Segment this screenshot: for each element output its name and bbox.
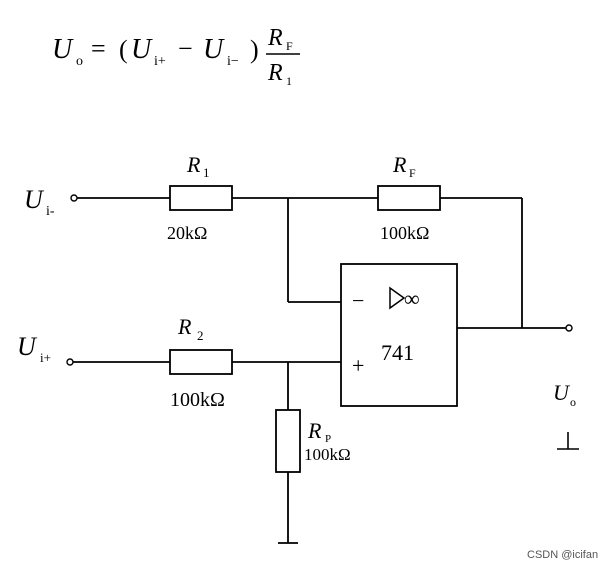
formula-numerator: R xyxy=(267,25,283,51)
opamp-model: 741 xyxy=(381,340,414,365)
formula-lhs: U xyxy=(52,34,74,65)
watermark: CSDN @icifan xyxy=(527,549,598,561)
resistor-r2 xyxy=(169,349,233,375)
label-uo-sub: o xyxy=(570,395,576,409)
value-rp: 100kΩ xyxy=(304,445,351,464)
formula-term1: U xyxy=(131,34,153,65)
terminal-ui-plus xyxy=(66,358,74,366)
opamp-inverting-sign: − xyxy=(352,288,364,313)
label-ui-plus: U xyxy=(17,332,38,361)
formula-open-paren: ( xyxy=(119,35,128,64)
resistor-r1 xyxy=(169,185,233,211)
terminals xyxy=(66,194,573,366)
opamp-infinity: ∞ xyxy=(404,286,420,311)
formula-denominator-sub: 1 xyxy=(286,74,292,88)
label-ui-minus-sub: i- xyxy=(46,204,55,219)
label-r2: R xyxy=(177,314,192,339)
value-r2: 100kΩ xyxy=(170,389,225,411)
formula-term2-sub: i− xyxy=(227,54,239,69)
label-uo: U xyxy=(553,380,571,405)
label-rp: R xyxy=(307,418,322,443)
opamp-741 xyxy=(340,263,458,407)
opamp-noninverting-sign: + xyxy=(352,353,364,378)
label-rp-sub: P xyxy=(325,433,331,445)
formula-denominator: R xyxy=(267,60,283,86)
formula-minus: − xyxy=(178,34,193,63)
label-rf: R xyxy=(392,152,407,177)
value-rf: 100kΩ xyxy=(380,223,429,243)
formula-numerator-sub: F xyxy=(286,39,293,53)
terminal-ui-minus xyxy=(70,194,78,202)
label-ui-minus: U xyxy=(24,185,45,214)
resistor-rp xyxy=(275,409,301,473)
wires xyxy=(73,197,566,544)
label-rf-sub: F xyxy=(409,166,416,180)
formula-lhs-sub: o xyxy=(76,54,83,69)
label-r2-sub: 2 xyxy=(197,328,204,343)
formula-term2: U xyxy=(203,34,225,65)
formula-term1-sub: i+ xyxy=(154,54,166,69)
formula-equals: = xyxy=(91,34,106,63)
opamp-triangle-icon xyxy=(389,286,406,310)
label-ui-plus-sub: i+ xyxy=(40,350,51,365)
gain-formula: U o = ( U i+ − U i− ) R F R 1 xyxy=(52,25,293,88)
formula-close-paren: ) xyxy=(250,35,259,64)
resistor-rf xyxy=(377,185,441,211)
label-r1: R xyxy=(186,152,201,177)
label-r1-sub: 1 xyxy=(203,165,210,180)
value-r1: 20kΩ xyxy=(167,223,207,243)
terminal-uo xyxy=(565,324,573,332)
